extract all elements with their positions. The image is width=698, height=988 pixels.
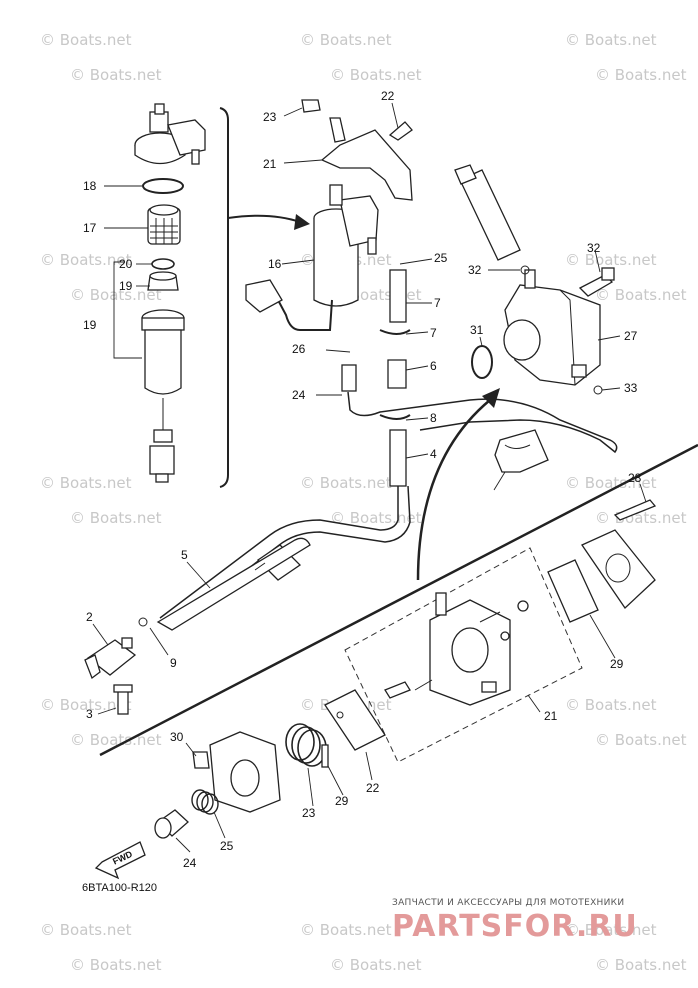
watermark: © Boats.net [330, 66, 422, 84]
callout-30: 31 [470, 323, 484, 337]
callout-22: 22 [366, 781, 380, 795]
watermark: © Boats.net [565, 31, 657, 49]
watermark: © Boats.net [595, 731, 687, 749]
filter-inset [113, 103, 229, 488]
watermark: © Boats.net [300, 31, 392, 49]
callout-32: 32 [468, 263, 482, 277]
brand-tagline: ЗАПЧАСТИ И АКСЕССУАРЫ ДЛЯ МОТОТЕХНИКИ [392, 898, 624, 908]
callout-5: 6 [430, 359, 437, 373]
callout-26: 28 [628, 471, 642, 485]
callout-25: 25 [220, 839, 234, 853]
callout-10: 17 [83, 221, 97, 235]
watermark: © Boats.net [70, 956, 162, 974]
callout-16: 22 [381, 89, 395, 103]
callout-4: 5 [181, 548, 188, 562]
watermark: © Boats.net [330, 956, 422, 974]
callout-8: 9 [170, 656, 177, 670]
watermark: © Boats.net [565, 921, 657, 939]
callout-13: 19 [119, 279, 133, 293]
callout-19: 25 [434, 251, 448, 265]
callout-3: 4 [430, 447, 437, 461]
callout-11: 18 [83, 179, 97, 193]
callout-21: 21 [544, 709, 558, 723]
callout-28: 30 [170, 730, 184, 744]
callout-12: 19 [83, 318, 97, 332]
callout-23: 23 [302, 806, 316, 820]
watermark: © Boats.net [40, 921, 132, 939]
callout-32b: 33 [624, 381, 638, 395]
watermark: © Boats.net [595, 66, 687, 84]
watermark: © Boats.net [300, 474, 392, 492]
callout-numbers: 18 17 20 19 19 23 22 21 16 25 7 7 26 6 2… [83, 89, 642, 870]
watermark: © Boats.net [565, 251, 657, 269]
brand-name: PARTSFOR.RU [392, 909, 638, 944]
callout-1: 2 [86, 610, 93, 624]
watermark: © Boats.net [300, 921, 392, 939]
fwd-arrow-icon: FWD [94, 841, 146, 880]
fuel-filter-assembly [159, 99, 618, 629]
callout-18: 24 [292, 388, 306, 402]
callout-7: 7 [430, 326, 437, 340]
watermark: © Boats.net [40, 696, 132, 714]
fuel-pump-upper [454, 164, 615, 473]
callout-17: 23 [263, 110, 277, 124]
diagram-code: 6BTA100-R120 [82, 882, 157, 894]
callout-29: 29 [335, 794, 349, 808]
fuel-connector [84, 617, 148, 715]
watermarks: © Boats.net © Boats.net © Boats.net © Bo… [40, 31, 687, 974]
lower-pump [154, 499, 657, 839]
watermark: © Boats.net [595, 286, 687, 304]
callout-19b: 26 [292, 342, 306, 356]
fuel-hose [156, 537, 311, 631]
watermark: © Boats.net [595, 956, 687, 974]
brand-logo: ЗАПЧАСТИ И АКСЕССУАРЫ ДЛЯ МОТОТЕХНИКИ PA… [392, 898, 638, 944]
watermark: © Boats.net [40, 251, 132, 269]
callout-7b: 8 [430, 411, 437, 425]
callout-27: 29 [610, 657, 624, 671]
callout-14: 20 [119, 257, 133, 271]
callout-20: 27 [624, 329, 638, 343]
watermark: © Boats.net [40, 474, 132, 492]
callout-15: 21 [263, 157, 277, 171]
watermark: © Boats.net [70, 286, 162, 304]
leader-lines [92, 102, 647, 853]
watermark: © Boats.net [40, 31, 132, 49]
watermark: © Boats.net [565, 696, 657, 714]
watermark: © Boats.net [70, 66, 162, 84]
callout-2: 3 [86, 707, 93, 721]
callout-6: 7 [434, 296, 441, 310]
callout-9: 16 [268, 257, 282, 271]
callout-24: 24 [183, 856, 197, 870]
callout-31: 32 [587, 241, 601, 255]
watermark: © Boats.net [70, 509, 162, 527]
